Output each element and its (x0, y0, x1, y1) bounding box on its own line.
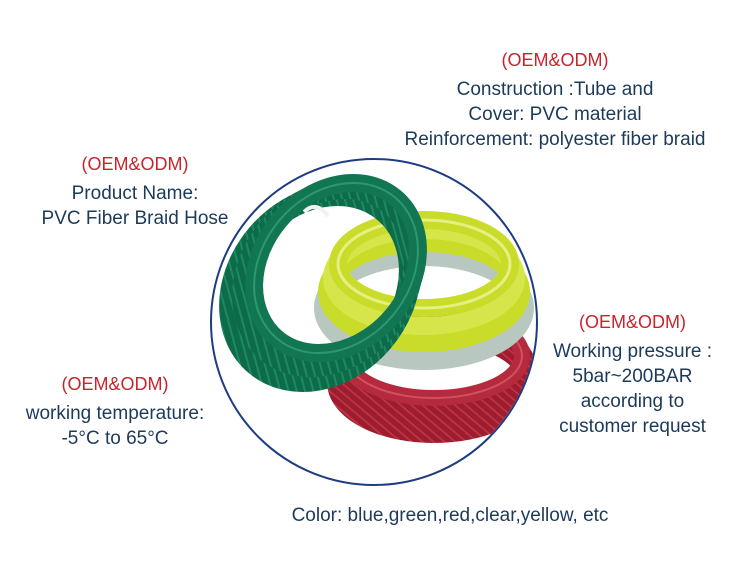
construction-block: (OEM&ODM) Construction :Tube and Cover: … (385, 48, 725, 152)
temperature-value: -5°C to 65°C (61, 428, 169, 449)
pressure-oem-tag: (OEM&ODM) (579, 312, 686, 332)
product-block: (OEM&ODM) Product Name: PVC Fiber Braid … (30, 152, 240, 231)
product-image-circle (210, 158, 538, 486)
pressure-line-3: according to (580, 391, 685, 412)
construction-line-3: Reinforcement: polyester fiber braid (404, 129, 706, 150)
green-hose-coil (219, 173, 427, 392)
hose-coils-illustration (219, 173, 536, 443)
construction-line-1: Construction :Tube and (456, 79, 654, 100)
pressure-line-4: customer request (559, 416, 706, 437)
pressure-line-2: 5bar~200BAR (572, 366, 693, 387)
pressure-block: (OEM&ODM) Working pressure : 5bar~200BAR… (540, 310, 725, 439)
construction-line-2: Cover: PVC material (468, 104, 642, 125)
color-block: Color: blue,green,red,clear,yellow, etc (200, 503, 700, 528)
temperature-label: working temperature: (25, 403, 205, 424)
pressure-line-1: Working pressure : (552, 341, 713, 362)
product-name-label: Product Name: (71, 183, 199, 204)
construction-oem-tag: (OEM&ODM) (501, 50, 609, 70)
color-line: Color: blue,green,red,clear,yellow, etc (291, 505, 609, 526)
temperature-block: (OEM&ODM) working temperature: -5°C to 6… (10, 372, 220, 451)
product-name-value: PVC Fiber Braid Hose (41, 208, 229, 229)
temperature-oem-tag: (OEM&ODM) (61, 374, 169, 394)
product-oem-tag: (OEM&ODM) (81, 154, 189, 174)
